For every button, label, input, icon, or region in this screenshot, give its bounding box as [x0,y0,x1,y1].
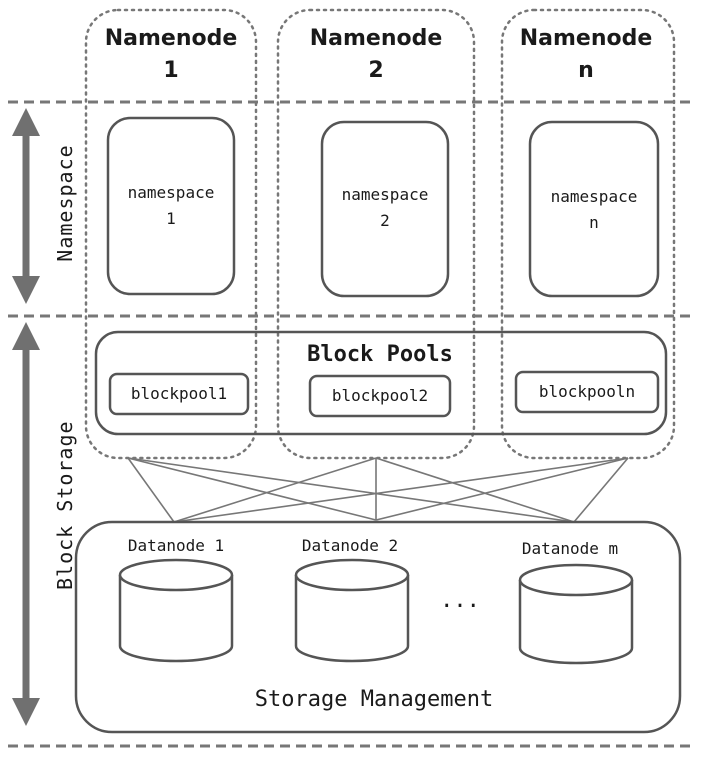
namenode-title-1-line2: 1 [163,58,179,83]
namenode-container-1 [84,8,258,460]
block-pools-box [94,330,668,436]
namenode-title-n-line2: n [578,58,594,83]
namespace-label-1-line2: 1 [166,209,176,228]
blockpool-box-n [514,370,660,414]
connection-lines [127,457,629,523]
block-storage-layer-label: Block Storage [53,420,77,590]
blockpool-label-1: blockpool1 [130,384,228,403]
datanode-disk-1 [118,558,234,663]
namespace-label-2-line2: 2 [380,211,390,230]
namenode-title-1-line1: Namenode [104,26,238,51]
namenode-container-2 [276,8,476,460]
blockpool-box-2 [308,374,452,418]
namespace-arrow [12,108,40,304]
namenode-title-2-line1: Namenode [309,26,443,51]
namespace-box-n [528,120,660,298]
namespace-box-2 [320,120,450,298]
datanode-ellipsis: ... [440,588,480,613]
datanode-label-m: Datanode m [521,539,619,558]
namespace-label-n-line2: n [589,213,599,232]
blockpool-label-2: blockpool2 [331,386,429,405]
namenode-title-2-line2: 2 [368,58,384,83]
namespace-label-1-line1: namespace [127,183,215,202]
datanode-disk-2 [294,558,410,663]
block-storage-arrow [12,322,40,726]
block-pools-title: Block Pools [307,342,453,367]
blockpool-label-n: blockpooln [538,382,636,401]
namespace-label-2-line1: namespace [341,185,429,204]
datanode-label-1: Datanode 1 [127,536,225,555]
namespace-layer-label: Namespace [53,144,77,262]
namespace-label-n-line1: namespace [550,187,638,206]
namenode-container-n [500,8,676,460]
blockpool-box-1 [108,372,250,416]
storage-management-title: Storage Management [254,687,494,712]
datanode-label-2: Datanode 2 [301,536,399,555]
namenode-title-n-line1: Namenode [519,26,653,51]
namespace-box-1 [106,116,236,296]
datanode-disk-m [518,563,634,665]
